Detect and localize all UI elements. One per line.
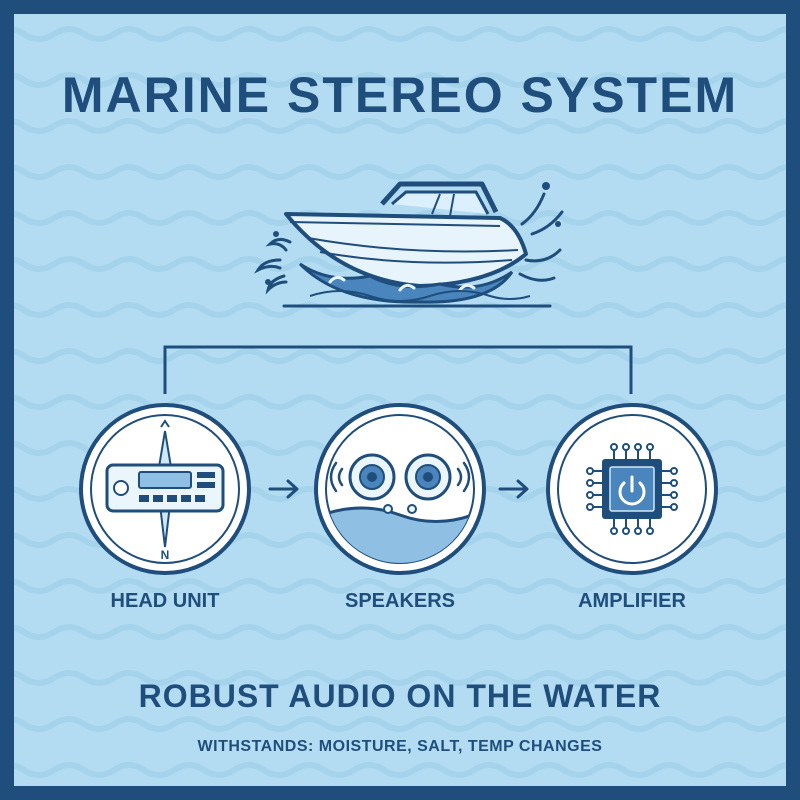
boat-icon xyxy=(254,181,564,308)
wave-line xyxy=(14,578,786,594)
wave-line xyxy=(14,716,786,732)
wave-line xyxy=(14,624,786,640)
diagram-frame: MARINE STEREO SYSTEM xyxy=(14,14,786,786)
amplifier-label: AMPLIFIER xyxy=(578,590,686,612)
amplifier-chip-icon xyxy=(586,443,678,535)
boat-bracket-line xyxy=(163,345,633,394)
wave-line xyxy=(14,302,786,318)
wave-line xyxy=(14,348,786,364)
wave-line xyxy=(14,394,786,410)
connector-lines xyxy=(163,345,633,499)
arrow-icon xyxy=(498,479,529,499)
wave-line xyxy=(14,72,786,88)
head-unit-node: N xyxy=(79,403,251,575)
wave-line xyxy=(14,164,786,180)
wave-line xyxy=(14,26,786,42)
wave-line xyxy=(14,670,786,686)
speakers-icon xyxy=(329,453,471,514)
car-radio-compass-icon xyxy=(105,419,225,548)
subline: WITHSTANDS: MOISTURE, SALT, TEMP CHANGES xyxy=(197,738,603,755)
wave-line xyxy=(14,762,786,778)
head-unit-label: HEAD UNIT xyxy=(110,590,220,612)
compass-north-label: N xyxy=(161,548,170,562)
wave-line xyxy=(14,118,786,134)
page-title: MARINE STEREO SYSTEM xyxy=(61,67,739,123)
tagline: ROBUST AUDIO ON THE WATER xyxy=(138,678,662,714)
arrow-icon xyxy=(268,479,299,499)
speakers-label: SPEAKERS xyxy=(344,590,456,612)
speakers-node xyxy=(314,403,486,575)
amplifier-node xyxy=(546,403,718,575)
